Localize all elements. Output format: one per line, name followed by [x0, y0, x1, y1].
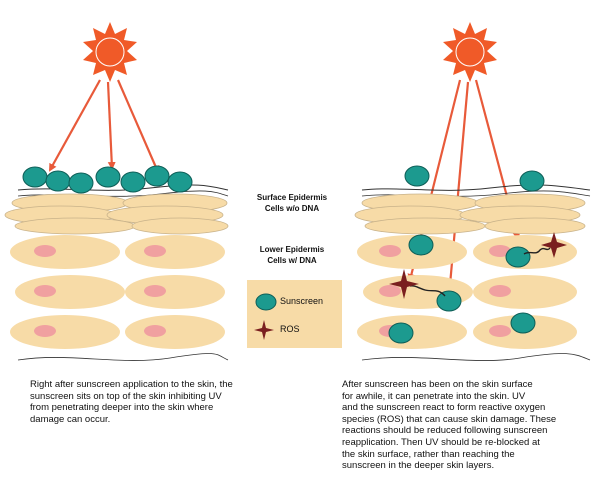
reaction-squiggle — [409, 285, 446, 297]
lower-epidermis-label: Lower Epidermis Cells w/ DNA — [236, 244, 348, 266]
sunscreen-particle — [144, 165, 170, 187]
sunscreen-particle — [167, 171, 193, 193]
cell-nucleus — [489, 285, 511, 297]
ros-star — [541, 232, 567, 258]
right-skin-surface-line — [361, 184, 591, 191]
right-sun-icon — [443, 22, 497, 82]
sunscreen-particle — [510, 312, 536, 334]
sunscreen-particle — [68, 172, 94, 194]
legend-ros-icon — [254, 320, 274, 340]
caption-line: and the sunscreen react to form reactive… — [342, 402, 546, 414]
uv-arrow — [106, 81, 116, 170]
surface-label-line2: Cells w/o DNA — [264, 204, 320, 213]
legend-box — [247, 280, 342, 348]
left-caption: Right after sunscreen application to the… — [30, 379, 280, 425]
cell-nucleus — [34, 285, 56, 297]
sunscreen-particle — [505, 246, 531, 268]
sunscreen-particle — [45, 170, 71, 192]
caption-line: species (ROS) that can cause skin damage… — [342, 413, 557, 425]
legend-sunscreen-label: Sunscreen — [280, 296, 324, 306]
uv-arrow — [116, 79, 160, 174]
caption-line: Right after sunscreen application to the… — [30, 379, 233, 390]
sunscreen-particle — [436, 290, 462, 312]
cell-nucleus — [144, 325, 166, 337]
cell-nucleus — [489, 325, 511, 337]
left-surface-cells — [4, 193, 229, 235]
ros-star — [389, 269, 419, 299]
cell-nucleus — [489, 245, 511, 257]
caption-line: damage can occur. — [30, 413, 111, 425]
caption-line: the skin surface, rather than reaching t… — [342, 448, 515, 460]
caption-line: reactions should be reduced following su… — [342, 425, 548, 437]
sunscreen-particle — [388, 322, 414, 344]
caption-line: reapplication. Then UV should be re-bloc… — [342, 436, 540, 448]
sunscreen-particle — [408, 234, 434, 256]
left-lower-cells — [10, 235, 225, 349]
cell-nucleus — [144, 245, 166, 257]
sunscreen-particle — [95, 166, 121, 188]
right-surface-sunscreen — [404, 165, 545, 192]
reaction-squiggle — [523, 247, 551, 255]
sunscreen-particle — [22, 166, 48, 188]
cell-nucleus — [379, 245, 401, 257]
sunscreen-particle — [404, 165, 430, 187]
legend-sunscreen-icon — [255, 293, 277, 311]
caption-line: After sunscreen has been on the skin sur… — [342, 379, 533, 390]
right-caption: After sunscreen has been on the skin sur… — [342, 379, 600, 472]
caption-line: for awhile, it can penetrate into the sk… — [342, 390, 526, 402]
cell-nucleus — [34, 325, 56, 337]
lower-label-line1: Lower Epidermis — [259, 245, 325, 254]
uv-arrow — [49, 79, 101, 172]
cell-nucleus — [379, 285, 401, 297]
left-sun-icon — [83, 22, 137, 82]
sunscreen-particle — [120, 171, 146, 193]
left-surface-sunscreen — [22, 165, 193, 194]
left-uv-arrows — [49, 79, 160, 174]
caption-line: from penetrating deeper into the skin wh… — [30, 402, 214, 414]
right-penetrated-sunscreen — [388, 234, 536, 344]
surface-epidermis-label: Surface Epidermis Cells w/o DNA — [236, 192, 348, 214]
cell-nucleus — [34, 245, 56, 257]
caption-line: sunscreen sits on top of the skin inhibi… — [30, 390, 222, 402]
surface-label-line1: Surface Epidermis — [256, 193, 328, 202]
sunscreen-particle — [519, 170, 545, 192]
legend-ros-label: ROS — [280, 324, 300, 334]
lower-label-line2: Cells w/ DNA — [267, 256, 317, 265]
right-surface-cells — [354, 193, 586, 235]
caption-line: sunscreen in the deeper skin layers. — [342, 460, 495, 472]
cell-nucleus — [144, 285, 166, 297]
